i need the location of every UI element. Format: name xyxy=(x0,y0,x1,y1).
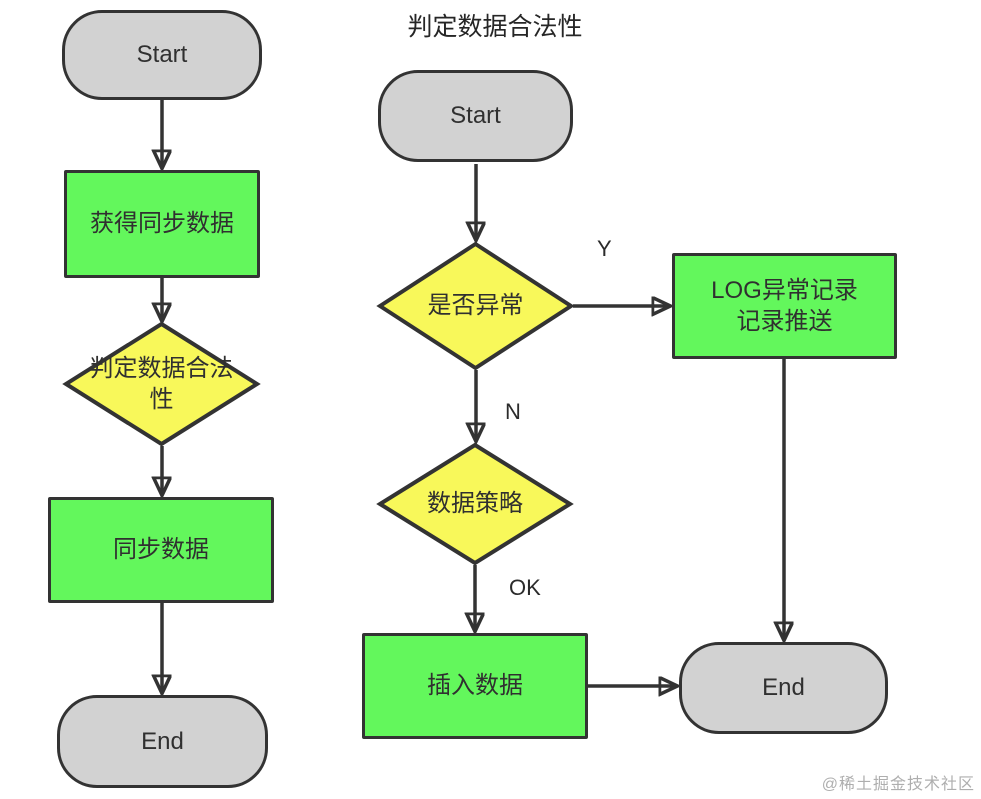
left-start-label: Start xyxy=(136,41,188,69)
edge-label-yes: Y xyxy=(597,236,612,261)
right-strategy-label: 数据策略 xyxy=(427,490,523,518)
left-sync-data-label: 同步数据 xyxy=(113,536,209,564)
edge-label-no: N xyxy=(505,399,521,424)
left-get-data-label: 获得同步数据 xyxy=(90,210,234,238)
right-start-label: Start xyxy=(450,102,501,130)
right-start-node: Start xyxy=(378,70,573,162)
left-validate-label: 判定数据合法性 xyxy=(89,354,234,413)
edge-label-ok: OK xyxy=(509,575,541,600)
right-end-label: End xyxy=(762,674,805,702)
diamond-shape xyxy=(62,321,261,447)
left-sync-data-node: 同步数据 xyxy=(48,497,274,603)
right-insert-data-node: 插入数据 xyxy=(362,633,588,739)
right-strategy-decision-node: 数据策略 xyxy=(376,442,574,566)
right-log-node: LOG异常记录 记录推送 xyxy=(672,253,897,359)
right-abnormal-label: 是否异常 xyxy=(427,292,524,320)
right-end-node: End xyxy=(679,642,888,734)
left-end-node: End xyxy=(57,695,268,788)
diamond-shape xyxy=(376,442,574,566)
right-abnormal-decision-node: 是否异常 xyxy=(376,241,575,371)
right-log-label: LOG异常记录 记录推送 xyxy=(711,276,858,335)
left-end-label: End xyxy=(141,727,184,755)
right-flow-title: 判定数据合法性 xyxy=(407,13,583,41)
site-watermark: @稀土掘金技术社区 xyxy=(821,776,975,793)
left-validate-decision-node: 判定数据合法性 xyxy=(62,321,261,447)
right-insert-data-label: 插入数据 xyxy=(427,672,523,700)
diamond-shape xyxy=(376,241,575,371)
left-get-data-node: 获得同步数据 xyxy=(64,170,260,278)
left-start-node: Start xyxy=(62,10,262,100)
